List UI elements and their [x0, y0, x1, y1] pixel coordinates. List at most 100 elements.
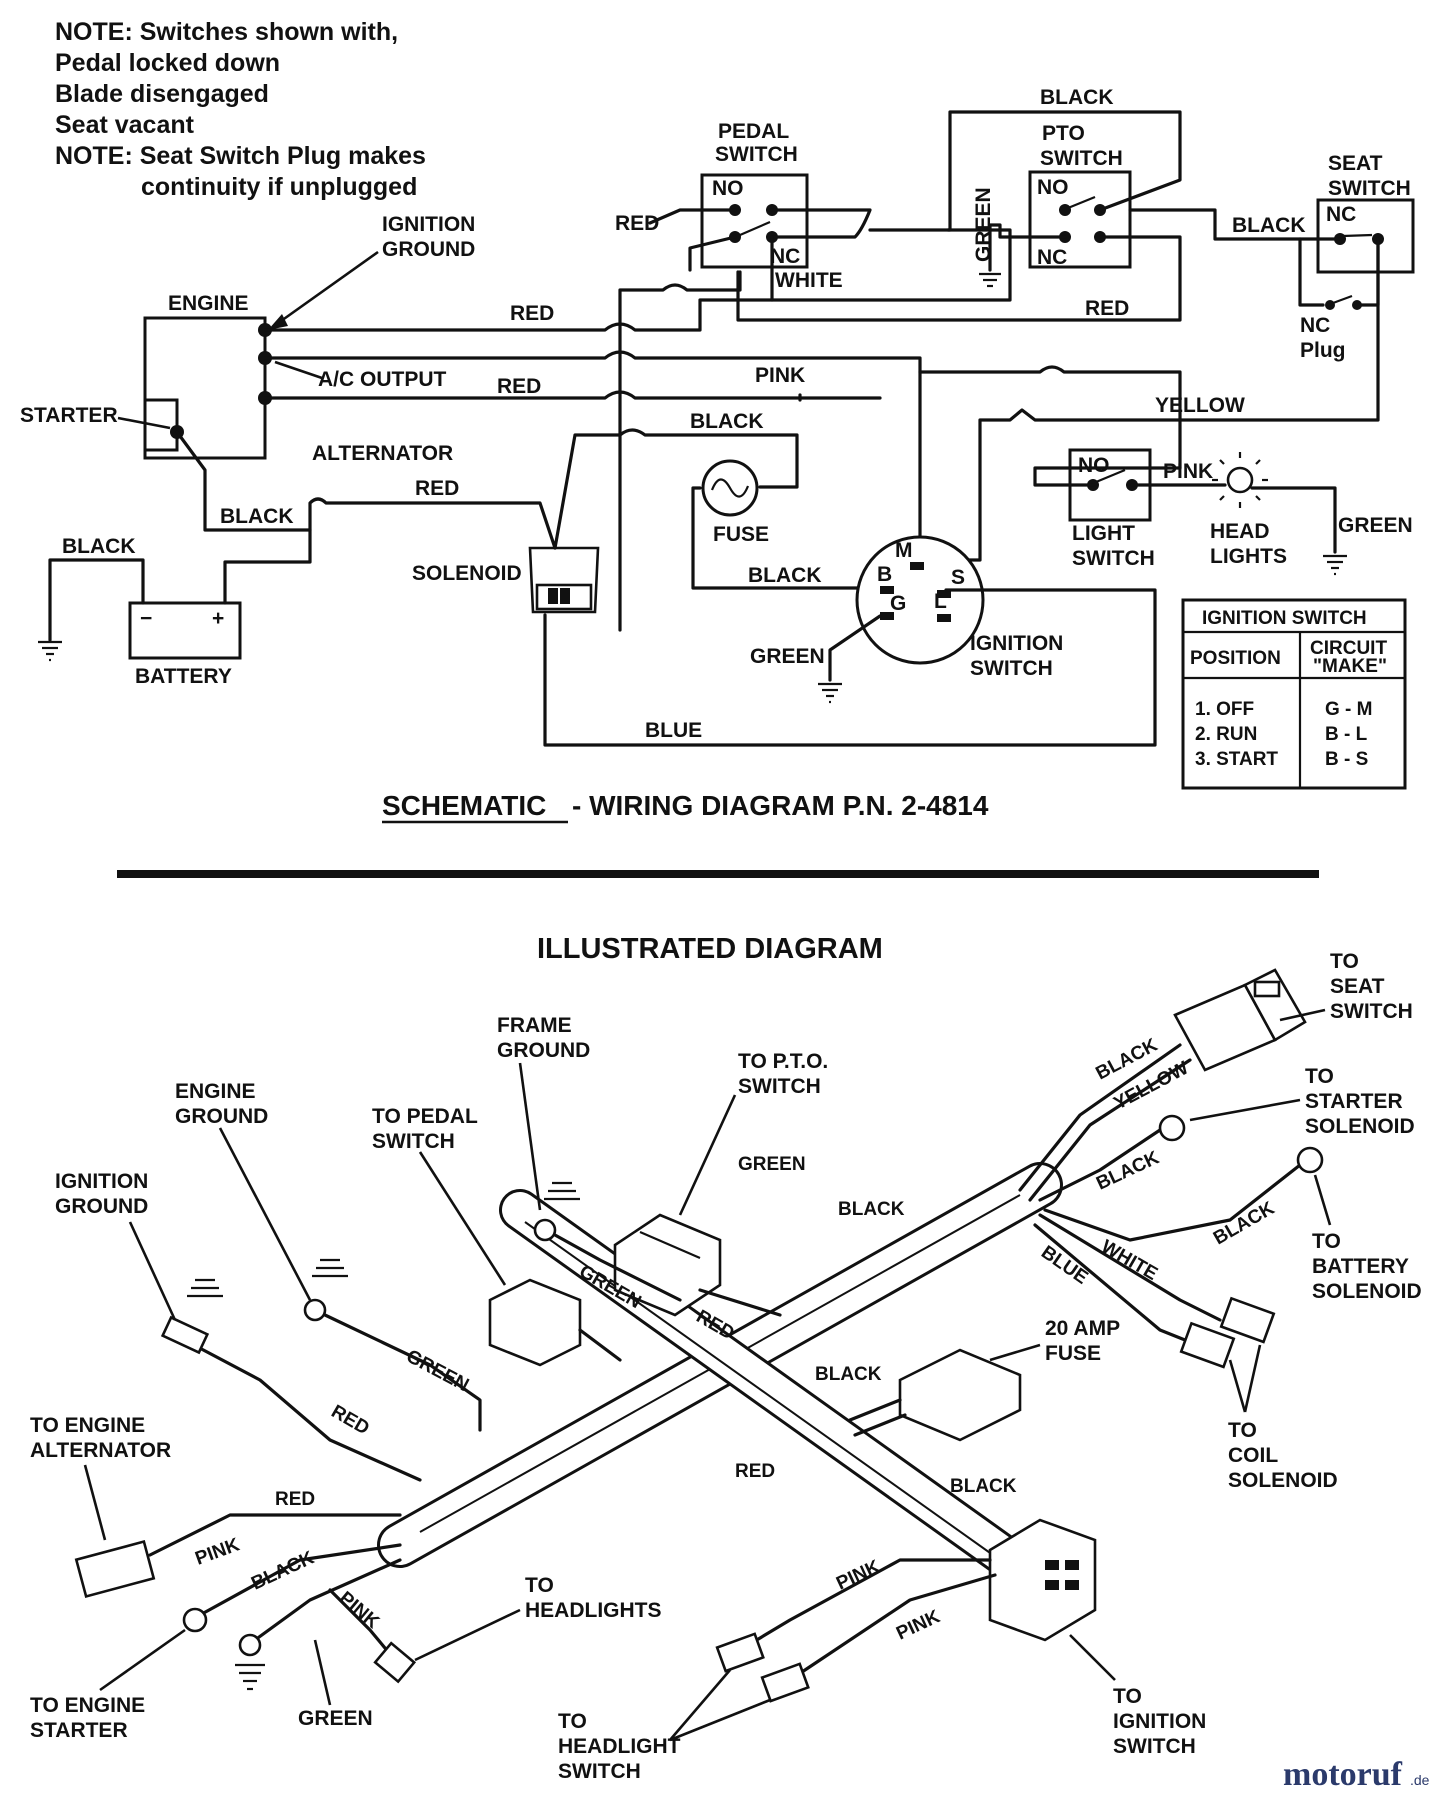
callout-battery-sol-1: TO	[1312, 1230, 1341, 1253]
starter-black-label: BLACK	[1093, 1147, 1162, 1194]
fuse-element	[710, 478, 750, 498]
pto-black-loop	[868, 110, 1182, 232]
headlight-green-wire	[1250, 486, 1337, 554]
callout-green-ill: GREEN	[298, 1707, 373, 1730]
ign-pink-label-2: PINK	[893, 1606, 943, 1644]
note-line-3: Blade disengaged	[55, 80, 269, 108]
black-fuse-wire-label: BLACK	[690, 410, 764, 433]
pto-switch-label-1: PTO	[1042, 122, 1085, 145]
seat-black-wire	[1128, 208, 1342, 241]
callout-hl-switch-1: TO	[558, 1710, 587, 1733]
red-wire-label-1: RED	[510, 302, 554, 325]
seat-switch-connector-icon	[1173, 968, 1307, 1072]
callout-ign-switch-pointer	[1069, 1634, 1116, 1681]
callout-fuse-1: 20 AMP	[1045, 1317, 1120, 1340]
headlight-switch-terminal-1	[715, 1632, 765, 1673]
ground-symbol-ignition	[818, 682, 842, 704]
ignition-red-label: RED	[328, 1401, 373, 1439]
pto-green-label: GREEN	[972, 187, 995, 262]
schematic: ENGINE STARTER IGNITION GROUND A/C OUTPU…	[20, 86, 1415, 824]
table-row-1-make: G - M	[1325, 699, 1373, 720]
engine-starter-ring	[182, 1607, 208, 1633]
ignition-switch-label-1: IGNITION	[970, 632, 1063, 655]
pedal-switch-no: NO	[712, 177, 744, 200]
note-line-5: NOTE: Seat Switch Plug makes	[55, 142, 426, 170]
frame-ground-symbol	[544, 1181, 580, 1201]
alternator-label: ALTERNATOR	[312, 442, 453, 465]
headlight-green-label: GREEN	[1338, 514, 1413, 537]
blue-wire	[543, 588, 1157, 747]
callout-starter-sol-1: TO	[1305, 1065, 1334, 1088]
fuse-holder-icon	[898, 1348, 1022, 1442]
ground-symbol-headlight	[1323, 554, 1347, 576]
ign-pink-label-1: PINK	[833, 1556, 883, 1594]
pto-switch-nc: NC	[1037, 246, 1067, 269]
pink-wire	[918, 365, 1182, 470]
table-row-3-make: B - S	[1325, 749, 1368, 770]
pedal-lead	[578, 1328, 622, 1362]
watermark: motoruf .de	[1283, 1756, 1430, 1793]
starter-label: STARTER	[20, 404, 118, 427]
solenoid-terminal-1	[548, 588, 558, 604]
frame-ground-ring	[533, 1218, 557, 1242]
head-lights-label-1: HEAD	[1210, 520, 1270, 543]
callout-pedal-2: SWITCH	[372, 1130, 455, 1153]
pto-green-wire	[988, 223, 1067, 272]
callout-seat-1: TO	[1330, 950, 1359, 973]
engine-ac-output-wire	[263, 390, 882, 400]
engine-label: ENGINE	[168, 292, 249, 315]
solenoid-red-wire-label: RED	[415, 477, 459, 500]
ignition-b: B	[877, 563, 892, 586]
callout-starter-1: TO ENGINE	[30, 1694, 145, 1717]
alternator-pink-label: PINK	[193, 1534, 243, 1569]
illustrated-title: ILLUSTRATED DIAGRAM	[537, 933, 883, 965]
callout-fuse-2: FUSE	[1045, 1342, 1101, 1365]
ignition-ground-label-1: IGNITION	[382, 213, 475, 236]
engine-ground-ring	[303, 1298, 327, 1322]
ignition-terminal-s	[937, 590, 951, 598]
pto-red-label: RED	[1085, 297, 1129, 320]
battery-label: BATTERY	[135, 665, 232, 688]
pedal-switch-connector-icon	[488, 1278, 582, 1367]
callout-seat-2: SEAT	[1330, 975, 1385, 998]
pedal-red-lower	[688, 235, 737, 272]
harness-cross-fill	[502, 1192, 1028, 1578]
callout-alternator-2: ALTERNATOR	[30, 1439, 171, 1462]
alternator-connector-icon	[74, 1539, 156, 1599]
pto-switch-label-2: SWITCH	[1040, 147, 1123, 170]
ignition-switch-symbol	[855, 535, 985, 665]
solenoid-terminal-2	[560, 588, 570, 604]
fuse-black-label-2: BLACK	[950, 1476, 1017, 1497]
callout-coil-pointer-1	[1228, 1359, 1247, 1413]
watermark-suffix: .de	[1410, 1772, 1430, 1788]
white-wire-label-ill: WHITE	[1098, 1236, 1162, 1285]
callout-pto-2: SWITCH	[738, 1075, 821, 1098]
callout-battery-sol-2: BATTERY	[1312, 1255, 1409, 1278]
light-pink-label: PINK	[1163, 460, 1213, 483]
white-lead	[1038, 1213, 1222, 1322]
fuse-label: FUSE	[713, 523, 769, 546]
callout-alternator-pointer	[83, 1464, 107, 1541]
blue-wire-label: BLUE	[645, 719, 702, 742]
battery-negative-wire	[48, 558, 145, 642]
starter-black-wire-label: BLACK	[220, 505, 294, 528]
headlight-pink-label: PINK	[335, 1588, 383, 1633]
callout-starter-sol-3: SOLENOID	[1305, 1115, 1415, 1138]
ac-output-label: A/C OUTPUT	[318, 368, 447, 391]
ground-symbol-pto	[979, 272, 1001, 288]
ignition-terminal-b	[880, 586, 894, 594]
pedal-switch-nc: NC	[770, 245, 800, 268]
seat-switch-label-1: SEAT	[1328, 152, 1383, 175]
callout-starter-sol-pointer	[1189, 1098, 1301, 1122]
ignition-green-wire	[828, 614, 882, 682]
pink-wire-label: PINK	[755, 364, 805, 387]
callout-starter-sol-2: STARTER	[1305, 1090, 1403, 1113]
fuse-red-label: RED	[735, 1461, 775, 1482]
callout-headlights-1: TO	[525, 1574, 554, 1597]
callout-battery-sol-3: SOLENOID	[1312, 1280, 1422, 1303]
nc-plug-contact-1	[1325, 300, 1335, 310]
callout-alternator-1: TO ENGINE	[30, 1414, 145, 1437]
ignition-ground-label-2: GROUND	[382, 238, 475, 261]
callout-hl-switch-2: HEADLIGHT	[558, 1735, 681, 1758]
